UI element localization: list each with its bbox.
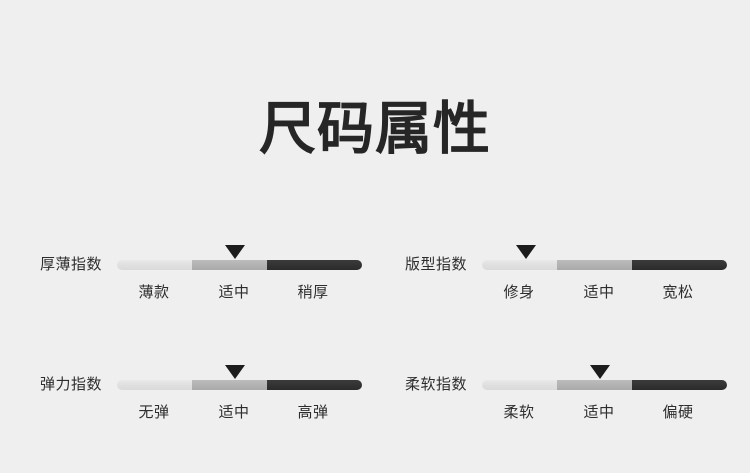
meter-option-low[interactable]: 柔软 <box>503 404 535 421</box>
meter-segment-low <box>482 380 557 390</box>
meter-option-mid[interactable]: 适中 <box>218 284 250 301</box>
meter-option-low[interactable]: 薄款 <box>138 284 170 301</box>
meter-label-thickness: 厚薄指数 <box>39 256 102 273</box>
meter-fit: 版型指数 修身 适中 宽松 <box>375 240 740 345</box>
meter-elasticity: 弹力指数 无弹 适中 高弹 <box>10 360 375 465</box>
meter-option-high[interactable]: 宽松 <box>662 284 694 301</box>
meter-segment-high <box>631 380 727 390</box>
meter-track-thickness[interactable]: 薄款 适中 稍厚 <box>117 240 362 345</box>
meter-segment-high <box>631 260 727 270</box>
meter-track-bar-fit[interactable] <box>482 260 727 270</box>
meter-label-fit: 版型指数 <box>404 256 467 273</box>
meter-segment-low <box>117 380 192 390</box>
page-title: 尺码属性 <box>259 97 491 161</box>
meter-segment-low <box>482 260 557 270</box>
meter-track-softness[interactable]: 柔软 适中 偏硬 <box>482 360 727 465</box>
meter-option-mid[interactable]: 适中 <box>218 404 250 421</box>
meter-segment-low <box>117 260 192 270</box>
meter-track-bar-elasticity[interactable] <box>117 380 362 390</box>
meter-track-bar-softness[interactable] <box>482 380 727 390</box>
meter-segment-mid <box>556 260 632 270</box>
meter-track-fit[interactable]: 修身 适中 宽松 <box>482 240 727 345</box>
meter-segment-high <box>266 380 362 390</box>
meter-label-softness: 柔软指数 <box>404 376 467 393</box>
meter-option-high[interactable]: 高弹 <box>297 404 329 421</box>
meter-options-softness: 柔软 适中 偏硬 <box>482 402 727 426</box>
meter-segment-high <box>266 260 362 270</box>
meter-softness: 柔软指数 柔软 适中 偏硬 <box>375 360 740 465</box>
meter-option-low[interactable]: 修身 <box>503 284 535 301</box>
meter-options-elasticity: 无弹 适中 高弹 <box>117 402 362 426</box>
meter-track-bar-thickness[interactable] <box>117 260 362 270</box>
meter-marker-thickness[interactable] <box>224 245 245 259</box>
meter-label-elasticity: 弹力指数 <box>39 376 102 393</box>
meter-option-low[interactable]: 无弹 <box>138 404 170 421</box>
meter-options-thickness: 薄款 适中 稍厚 <box>117 282 362 306</box>
meter-thickness: 厚薄指数 薄款 适中 稍厚 <box>10 240 375 345</box>
meter-segment-mid <box>556 380 632 390</box>
meter-option-high[interactable]: 偏硬 <box>662 404 694 421</box>
meter-option-mid[interactable]: 适中 <box>583 284 615 301</box>
meter-marker-fit[interactable] <box>516 245 537 259</box>
meter-segment-mid <box>191 260 267 270</box>
meter-marker-softness[interactable] <box>589 365 610 379</box>
meter-option-high[interactable]: 稍厚 <box>297 284 329 301</box>
meter-track-elasticity[interactable]: 无弹 适中 高弹 <box>117 360 362 465</box>
meter-option-mid[interactable]: 适中 <box>583 404 615 421</box>
meter-options-fit: 修身 适中 宽松 <box>482 282 727 306</box>
meter-marker-elasticity[interactable] <box>224 365 245 379</box>
meter-segment-mid <box>191 380 267 390</box>
